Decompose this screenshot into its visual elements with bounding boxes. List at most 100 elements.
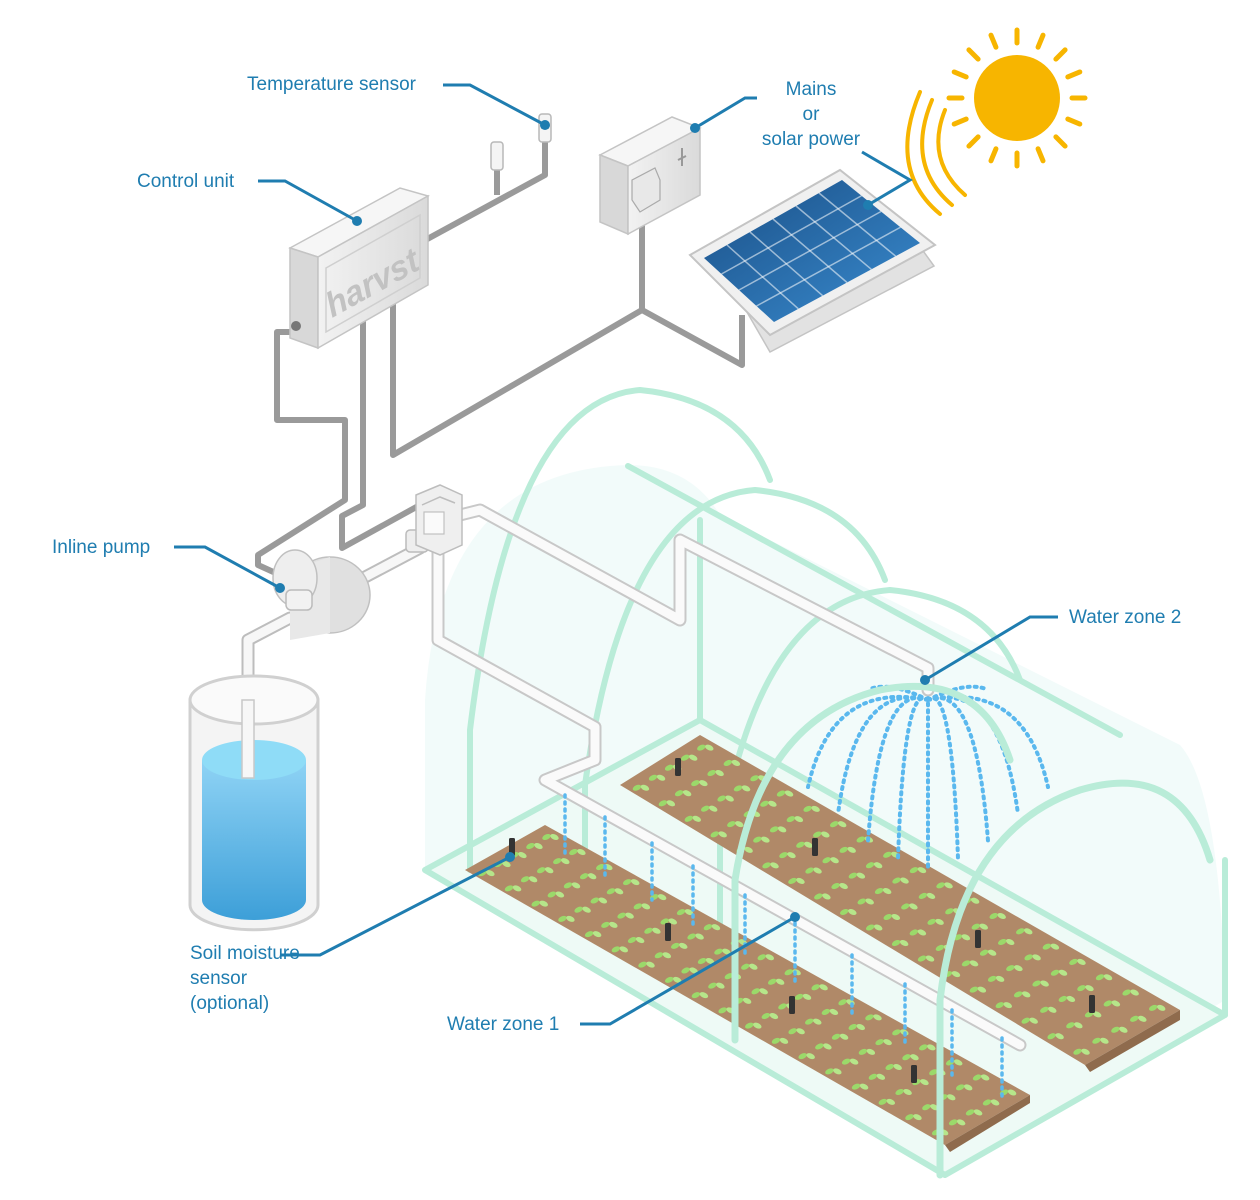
seedling-icon	[1148, 1004, 1166, 1011]
seedling-icon	[1006, 965, 1023, 972]
seedling-icon	[865, 1014, 882, 1021]
seedling-icon	[584, 931, 602, 938]
seedling-icon	[831, 1033, 849, 1040]
soil-moisture-sensor-label: Soil moisture sensor (optional)	[190, 941, 300, 1016]
seedling-icon	[1021, 1017, 1038, 1024]
seedling-icon	[767, 978, 785, 985]
seedling-icon	[769, 826, 787, 833]
seedling-icon	[680, 754, 698, 761]
mains-label-line-2: or	[802, 104, 820, 125]
seedling-icon	[803, 805, 820, 812]
seedling-icon	[794, 993, 812, 1000]
seedling-icon	[723, 759, 741, 766]
seedling-icon	[1040, 1006, 1057, 1013]
seedling-icon	[1130, 1015, 1147, 1022]
seedling-icon	[700, 805, 718, 812]
seedling-icon	[733, 785, 751, 792]
seedling-icon	[851, 1083, 869, 1090]
control-unit-label: Control unit	[137, 171, 235, 192]
seedling-icon	[1077, 985, 1094, 992]
seedling-icon	[857, 898, 874, 905]
seedling-icon	[989, 912, 1006, 920]
mains-socket	[598, 116, 702, 236]
seedling-icon	[617, 912, 634, 919]
greenhouse-front-frame	[731, 682, 1214, 1179]
seedling-icon	[948, 1119, 966, 1126]
seedling-icon	[531, 900, 548, 907]
seedling-icon	[918, 892, 936, 899]
seedling-icon	[569, 849, 586, 856]
seedling-icon	[1050, 969, 1068, 976]
seedling-icon	[848, 872, 866, 879]
valve-manifold	[415, 484, 463, 556]
seedling-icon	[590, 897, 608, 904]
seedling-icon	[891, 940, 909, 947]
soil-label-line-3: (optional)	[190, 993, 270, 1014]
seedling-icon	[627, 937, 645, 944]
seedling-icon	[895, 1088, 912, 1096]
seedling-icon	[796, 841, 813, 848]
soil-sensor-icon	[665, 923, 671, 941]
seedling-icon	[1024, 954, 1041, 961]
seedling-icon	[741, 963, 758, 970]
seedling-icon	[798, 1053, 815, 1060]
seedling-icon	[936, 882, 953, 889]
seedling-icon	[829, 821, 847, 828]
seedling-icon	[697, 744, 714, 751]
seedling-icon	[917, 955, 935, 962]
seedling-icon	[811, 984, 828, 991]
seedling-icon	[868, 1073, 886, 1080]
seedling-icon	[841, 1058, 859, 1065]
seedling-icon	[815, 1043, 832, 1050]
seedling-icon	[703, 924, 721, 931]
seedling-icon	[927, 918, 944, 925]
inline-pump	[272, 529, 429, 640]
mains-label-line-1: Mains	[785, 79, 837, 100]
seedling-icon	[1066, 1022, 1083, 1029]
seedling-icon	[1069, 958, 1086, 965]
seedling-icon	[654, 952, 672, 959]
seedling-icon	[786, 816, 804, 823]
seedling-icon	[922, 1104, 939, 1111]
seedling-icon	[1013, 991, 1031, 998]
seedling-icon	[753, 836, 770, 843]
seedling-icon	[965, 1109, 983, 1116]
seedling-icon	[779, 852, 796, 859]
seedling-icon	[1073, 1048, 1090, 1055]
seedling-icon	[558, 915, 575, 922]
seedling-icon	[909, 867, 927, 874]
seedling-icon	[676, 909, 694, 916]
seedling-icon	[902, 1054, 919, 1061]
soil-label-line-1: Soil moisture	[190, 943, 300, 964]
seedling-icon	[1042, 943, 1060, 950]
seedling-icon	[633, 903, 651, 910]
seedling-icon	[574, 906, 591, 913]
seedling-icon	[697, 958, 715, 965]
seedling-icon	[982, 1099, 1000, 1106]
seedling-icon	[745, 1022, 762, 1029]
seedling-icon	[885, 1063, 902, 1071]
mains-label-line-3: solar power	[761, 129, 861, 150]
seedling-icon	[813, 831, 830, 838]
leader-dots	[275, 120, 930, 922]
seedling-icon	[638, 961, 655, 968]
seedling-icon	[691, 992, 709, 999]
water-zone-2-label: Water zone 2	[1069, 607, 1182, 628]
seedling-icon	[681, 967, 698, 974]
seedling-icon	[504, 885, 522, 892]
seedling-icon	[579, 873, 597, 880]
seedling-icon	[972, 1074, 990, 1081]
seedling-icon	[969, 986, 987, 993]
seedling-icon	[878, 1098, 895, 1105]
seedling-icon	[708, 982, 725, 989]
soil-sensor-icon	[509, 838, 515, 856]
seedling-icon	[1047, 1033, 1064, 1040]
seedling-icon	[909, 929, 927, 936]
seedling-icon	[761, 1013, 779, 1020]
seedling-icon	[776, 790, 794, 797]
seedling-icon	[762, 862, 779, 869]
seedling-icon	[1111, 1026, 1128, 1033]
inline-pump-label: Inline pump	[52, 537, 151, 558]
seedling-icon	[622, 879, 640, 886]
seedling-icon	[858, 1048, 876, 1055]
